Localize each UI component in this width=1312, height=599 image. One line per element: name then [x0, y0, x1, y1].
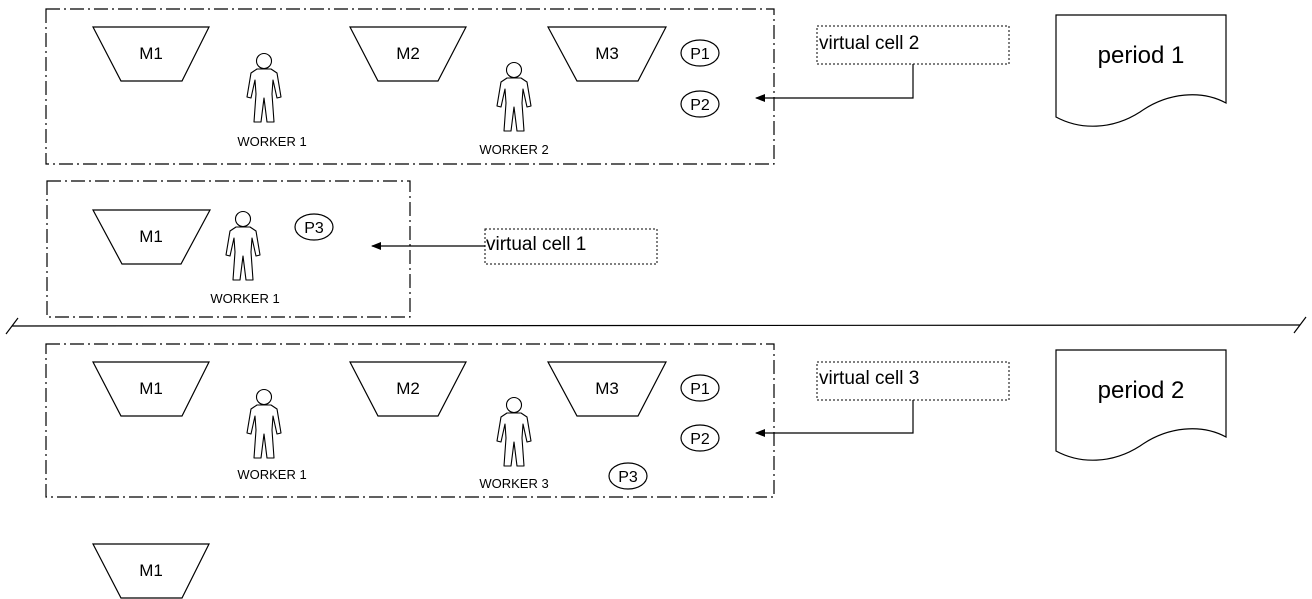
machine-label: M1 [139, 379, 163, 398]
machine-m1-standalone: M1 [92, 543, 210, 599]
worker-3-p2: WORKER 3 [479, 396, 549, 491]
virtual-cell-1-frame [46, 180, 411, 318]
period-2-document: period 2 [1055, 349, 1227, 461]
part-label: P1 [690, 381, 710, 398]
part-label: P2 [690, 97, 710, 114]
period-1-document: period 1 [1055, 14, 1227, 127]
machine-label: M3 [595, 379, 619, 398]
virtual-cell-2-callout: virtual cell 2 [755, 25, 1010, 102]
worker-label: WORKER 2 [479, 142, 548, 157]
machine-m3-p2: M3 [546, 361, 667, 417]
part-p2-p2: P2 [680, 424, 720, 452]
virtual-cell-3-callout: virtual cell 3 [755, 361, 1010, 437]
machine-m1-p2: M1 [92, 361, 210, 417]
virtual-cell-2-frame [45, 8, 775, 165]
period-label: period 1 [1098, 42, 1185, 69]
callout-arrow [755, 400, 914, 437]
worker-label: WORKER 1 [237, 467, 306, 482]
part-label: P3 [618, 469, 638, 486]
worker-icon [225, 210, 261, 281]
worker-label: WORKER 3 [479, 476, 548, 491]
part-label: P1 [690, 46, 710, 63]
period-2-section: M1 M2 M3 WORKER 1 WORKER 3 P1 P2 P3 [45, 343, 1227, 599]
part-p2: P2 [680, 90, 720, 118]
period-1-section: M1 M2 M3 WORKER 1 WORKER 2 P1 P2 [45, 8, 1227, 318]
callout-arrow [755, 64, 914, 102]
worker-1-p2: WORKER 1 [237, 388, 307, 482]
worker-icon [246, 388, 282, 459]
worker-1: WORKER 1 [237, 52, 307, 149]
machine-m2: M2 [349, 26, 467, 82]
part-label: P2 [690, 431, 710, 448]
machine-label: M2 [396, 379, 420, 398]
virtual-cell-label: virtual cell 1 [486, 234, 586, 255]
machine-label: M2 [396, 44, 420, 63]
worker-2: WORKER 2 [479, 61, 549, 157]
machine-label: M1 [139, 561, 163, 580]
virtual-cell-3-frame [45, 343, 775, 498]
part-label: P3 [304, 220, 324, 237]
part-p3: P3 [294, 213, 334, 241]
part-p3-p2: P3 [608, 462, 648, 490]
machine-m3: M3 [546, 26, 667, 82]
part-p1-p2: P1 [680, 374, 720, 402]
virtual-cell-label: virtual cell 3 [819, 368, 919, 389]
period-label: period 2 [1098, 377, 1185, 404]
worker-1-cell1: WORKER 1 [210, 210, 280, 306]
worker-icon [246, 52, 282, 123]
virtual-cell-label: virtual cell 2 [819, 33, 919, 54]
machine-m1-cell1: M1 [91, 209, 212, 265]
worker-label: WORKER 1 [210, 291, 279, 306]
machine-m1: M1 [92, 26, 210, 82]
period-separator [5, 316, 1307, 335]
worker-icon [496, 396, 532, 467]
part-p1: P1 [680, 39, 720, 67]
machine-label: M1 [139, 44, 163, 63]
virtual-cell-1-callout: virtual cell 1 [371, 228, 658, 265]
worker-label: WORKER 1 [237, 134, 306, 149]
machine-label: M1 [139, 227, 163, 246]
machine-m2-p2: M2 [349, 361, 467, 417]
machine-label: M3 [595, 44, 619, 63]
worker-icon [496, 61, 532, 132]
